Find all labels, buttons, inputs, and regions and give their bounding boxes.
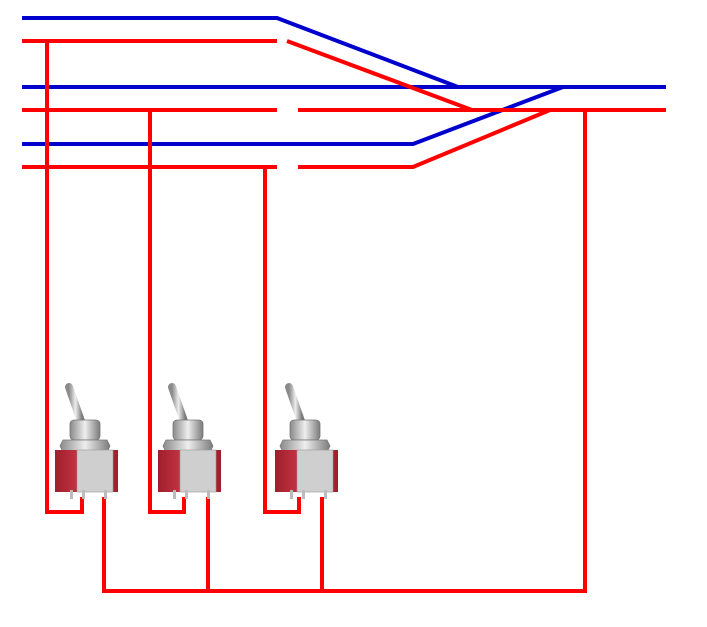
toggle-switch-1[interactable] [55,387,118,499]
rail-red-lower-right [298,108,551,169]
toggle-switch-2[interactable] [158,387,221,499]
toggle-switch-3[interactable] [275,387,338,499]
wire-switch-1 [45,41,84,514]
common-wire [102,110,587,593]
rail-lower [22,85,564,146]
wires-red [22,39,666,593]
wire-switch-2 [148,110,186,514]
rail-top [22,16,459,89]
track-rails-blue [22,16,666,146]
rail-red-top-diagonal [286,39,473,112]
wire-switch-3 [263,167,301,514]
